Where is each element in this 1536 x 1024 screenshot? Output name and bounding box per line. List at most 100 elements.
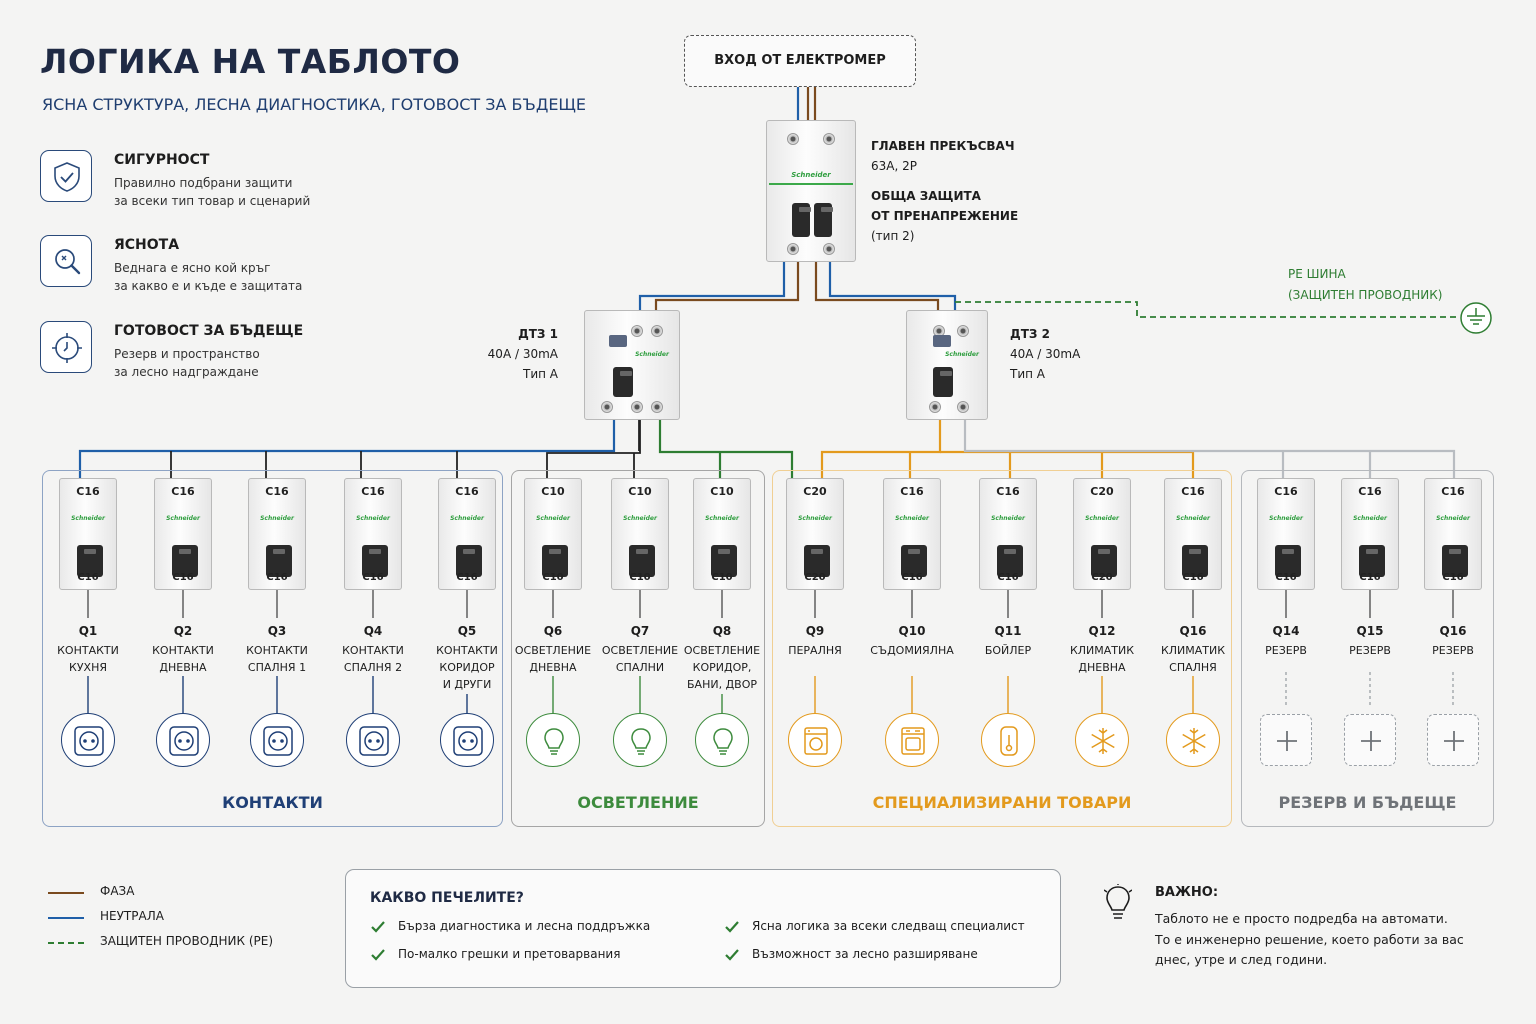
brand-label: Schneider [536, 515, 570, 522]
lightbulb-icon [1103, 884, 1133, 928]
group-sockets-box [42, 470, 503, 827]
breaker-lever[interactable] [1359, 545, 1385, 577]
circuit-id: Q15 [1356, 624, 1384, 638]
circuit-label: КОНТАКТИ КОРИДОР И ДРУГИ [436, 644, 498, 691]
circuit-id: Q7 [630, 624, 650, 638]
breaker-lever[interactable] [629, 545, 655, 577]
wire-bus-reserve [963, 420, 1456, 478]
breaker-rating-top: C16 [361, 485, 385, 498]
washer-icon [788, 713, 842, 767]
brand-label: Schneider [895, 515, 929, 522]
breaker-lever[interactable] [362, 545, 388, 577]
breaker-rating-bottom: C16 [997, 572, 1019, 583]
meter-input-box: ВХОД ОТ ЕЛЕКТРОМЕР [684, 35, 916, 87]
benefit-item: По-малко грешки и претоварвания [370, 947, 620, 961]
rcd-2-rating: 40A / 30mA [1010, 347, 1081, 361]
circuit-label: ОСВЕТЛЕНИЕ СПАЛНИ [601, 644, 679, 674]
plus-icon[interactable] [1344, 714, 1396, 766]
group-lighting-box [511, 470, 765, 827]
socket-icon [346, 713, 400, 767]
main-switch-breaker[interactable]: Schneider [766, 120, 856, 262]
dishwasher-icon [885, 713, 939, 767]
snowflake-icon [1075, 713, 1129, 767]
breaker-lever[interactable] [901, 545, 927, 577]
brand-label: Schneider [798, 515, 832, 522]
benefits-panel: КАКВО ПЕЧЕЛИТЕ? Бърза диагностика и лесн… [345, 869, 1061, 988]
plus-icon[interactable] [1427, 714, 1479, 766]
circuit-id: Q16 [1439, 624, 1467, 638]
breaker-lever[interactable] [77, 545, 103, 577]
breaker-rating-bottom: C16 [901, 572, 923, 583]
breaker-rating-bottom: C20 [804, 572, 826, 583]
brand-label: Schneider [71, 515, 105, 522]
clock-target-icon [40, 321, 92, 373]
rcd-2-title: ДТЗ 2 [1010, 327, 1050, 341]
circuit-id: Q3 [267, 624, 287, 638]
legend-neutral: НЕУТРАЛА [48, 908, 308, 928]
breaker-lever[interactable] [172, 545, 198, 577]
breaker-rating-top: C16 [996, 485, 1020, 498]
legend-label: ЗАЩИТЕН ПРОВОДНИК (PE) [100, 934, 274, 948]
feature-text: Веднага е ясно кой кръг за какво е и къд… [114, 261, 303, 293]
circuit-id: Q14 [1272, 624, 1300, 638]
feature-title: ЯСНОТА [114, 237, 180, 253]
note-title: ВАЖНО: [1155, 885, 1219, 900]
breaker-rating-bottom: C10 [542, 572, 564, 583]
breaker-lever[interactable] [804, 545, 830, 577]
check-icon [371, 949, 385, 961]
rcd-1-breaker[interactable]: Schneider [584, 310, 680, 420]
benefit-item: Ясна логика за всеки следващ специалист [724, 919, 1025, 933]
circuit-id: Q8 [712, 624, 732, 638]
feature-safety: СИГУРНОСТ Правилно подбрани защити за вс… [40, 150, 340, 210]
check-icon [371, 921, 385, 933]
spd-line-1: ОБЩА ЗАЩИТА [871, 189, 981, 203]
socket-icon [61, 713, 115, 767]
breaker-lever[interactable] [1275, 545, 1301, 577]
feature-text: Резерв и пространство за лесно надгражда… [114, 347, 260, 379]
breaker-rating-bottom: C20 [1091, 572, 1113, 583]
breaker-rating-top: C10 [541, 485, 565, 498]
breaker-lever[interactable] [542, 545, 568, 577]
breaker-lever[interactable] [997, 545, 1023, 577]
benefit-item: Бърза диагностика и лесна поддръжка [370, 919, 650, 933]
breaker-lever[interactable] [1091, 545, 1117, 577]
plus-icon[interactable] [1260, 714, 1312, 766]
breaker-lever[interactable] [1182, 545, 1208, 577]
legend-label: ФАЗА [100, 884, 135, 898]
circuit-id: Q2 [173, 624, 193, 638]
breaker-lever[interactable] [1442, 545, 1468, 577]
breaker-lever[interactable] [456, 545, 482, 577]
brand-label: Schneider [166, 515, 200, 522]
magnifier-icon [40, 235, 92, 287]
boiler-icon [981, 713, 1035, 767]
circuit-label: КЛИМАТИК СПАЛНЯ [1160, 644, 1226, 674]
rcd-1-type: Тип А [523, 367, 558, 381]
breaker-lever[interactable] [711, 545, 737, 577]
brand-label: Schneider [1436, 515, 1470, 522]
breaker-rating-bottom: C10 [629, 572, 651, 583]
brand-label: Schneider [1176, 515, 1210, 522]
rcd-1-title: ДТЗ 1 [518, 327, 558, 341]
rcd-2-breaker[interactable]: Schneider [906, 310, 988, 420]
breaker-rating-top: C10 [710, 485, 734, 498]
brand-label: Schneider [991, 515, 1025, 522]
circuit-label: БОЙЛЕР [984, 644, 1032, 657]
breaker-lever[interactable] [266, 545, 292, 577]
group-sockets-title: КОНТАКТИ [222, 793, 323, 812]
